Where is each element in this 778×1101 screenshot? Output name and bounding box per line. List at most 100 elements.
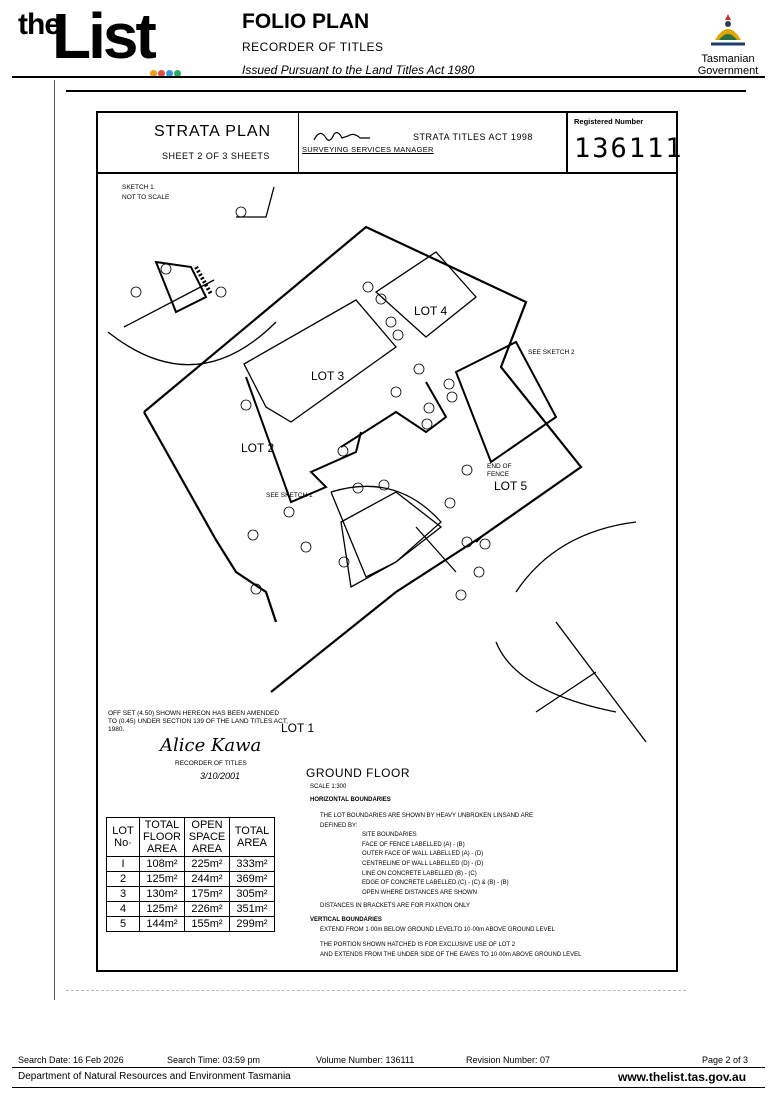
title-divider-v2 — [566, 111, 568, 172]
website-url: www.thelist.tas.gov.au — [618, 1070, 747, 1084]
logo-dot — [150, 70, 157, 77]
see-sketch-2: SEE SKETCH 2 — [528, 349, 575, 356]
table-row: 3 130m² 175m² 305m² — [106, 886, 275, 902]
hatched-note-1: THE PORTION SHOWN HATCHED IS FOR EXCLUSI… — [320, 942, 516, 949]
logo-dot — [174, 70, 181, 77]
department-name: Department of Natural Resources and Envi… — [18, 1071, 291, 1082]
table-row: I 108m² 225m² 333m² — [106, 856, 275, 872]
page-number: Page 2 of 3 — [702, 1055, 749, 1065]
table-cell: 175m² — [184, 886, 230, 902]
table-cell: 244m² — [184, 871, 230, 887]
footer-rule-bottom — [12, 1087, 765, 1088]
legend-line: DISTANCES IN BRACKETS ARE FOR FIXATION O… — [320, 903, 471, 910]
legend-line: FACE OF FENCE LABELLED (A) - (B) — [362, 841, 465, 848]
table-cell: 351m² — [229, 901, 275, 917]
table-cell: 125m² — [139, 901, 185, 917]
see-sketch-1: SEE SKETCH 1 — [266, 492, 313, 499]
tas-gov-emblem-icon — [711, 14, 745, 46]
strata-plan-drawing: LOT 1 LOT 2 LOT 3 LOT 4 LOT 5 SKETCH 1 N… — [107, 184, 647, 743]
header-rule — [12, 76, 765, 78]
doc-top-line — [66, 90, 746, 92]
table-cell: 2 — [106, 871, 140, 887]
legend-line: THE LOT BOUNDARIES ARE SHOWN BY HEAVY UN… — [320, 813, 533, 819]
table-cell: I — [106, 856, 140, 872]
lot-1-label: LOT 1 — [281, 721, 314, 735]
registered-number: 136111 — [574, 133, 684, 164]
table-cell: 369m² — [229, 871, 275, 887]
table-row: 5 144m² 155m² 299m² — [106, 916, 275, 932]
table-cell: 125m² — [139, 871, 185, 887]
registered-label: Registered Number — [574, 117, 644, 126]
site-boundary-line — [143, 225, 583, 543]
gov-name-line2: Government — [697, 65, 759, 77]
table-cell: 5 — [106, 916, 140, 932]
lot-5-label: LOT 5 — [494, 479, 527, 493]
table-cell: 108m² — [139, 856, 185, 872]
footer-rule — [12, 1067, 765, 1068]
plan-border — [96, 111, 678, 972]
table-row: 4 125m² 226m² 351m² — [106, 901, 275, 917]
table-header: TOTAL FLOOR AREA — [139, 817, 185, 857]
table-cell: 4 — [106, 901, 140, 917]
legend-line: DEFINED BY: — [320, 822, 358, 829]
sketch1-sub: NOT TO SCALE — [122, 194, 170, 201]
table-cell: 155m² — [184, 916, 230, 932]
logo-dot — [166, 70, 173, 77]
table-cell: 299m² — [229, 916, 275, 932]
page-frame — [54, 80, 745, 1000]
manager-signature — [313, 132, 370, 141]
title-divider — [96, 172, 678, 174]
gov-name-line1: Tasmanian — [701, 53, 755, 65]
vertical-boundaries-text: EXTEND FROM 1·00m BELOW GROUND LEVELTO 1… — [320, 926, 555, 933]
page-subtitle: RECORDER OF TITLES — [242, 40, 384, 54]
page-title: FOLIO PLAN — [242, 10, 370, 33]
scale-text: SCALE 1:300 — [310, 784, 347, 790]
table-cell: 144m² — [139, 916, 185, 932]
plan-act: STRATA TITLES ACT 1998 — [413, 132, 533, 142]
table-row: 2 125m² 244m² 369m² — [106, 871, 275, 887]
plan-title: STRATA PLAN — [154, 123, 272, 140]
logo-dot — [158, 70, 165, 77]
table-header-row: LOT No· TOTAL FLOOR AREA OPEN SPACE AREA… — [106, 817, 275, 857]
table-cell: 333m² — [229, 856, 275, 872]
legend-block: THE LOT BOUNDARIES ARE SHOWN BY HEAVY UN… — [310, 812, 582, 960]
lot-area-table: LOT No· TOTAL FLOOR AREA OPEN SPACE AREA… — [106, 817, 275, 932]
lot-3-label: LOT 3 — [311, 369, 344, 383]
search-time: Search Time: 03:59 pm — [167, 1055, 261, 1065]
bottom-dash-line — [66, 990, 686, 991]
table-cell: 225m² — [184, 856, 230, 872]
legend-line: OUTER FACE OF WALL LABELLED (A) - (D) — [362, 851, 484, 858]
logo-dots — [150, 64, 182, 82]
recorder-label: RECORDER OF TITLES — [175, 760, 247, 767]
volume-number: Volume Number: 136111 — [316, 1055, 415, 1065]
plan-sheet: SHEET 2 OF 3 SHEETS — [162, 151, 270, 161]
sketch1-curve — [107, 321, 277, 366]
logo-the-text: the — [18, 8, 61, 41]
legend-line: SITE BOUNDARIES — [362, 832, 417, 839]
plan-manager: SURVEYING SERVICES MANAGER — [302, 145, 434, 154]
table-header: OPEN SPACE AREA — [184, 817, 230, 857]
horizontal-boundaries-title: HORIZONTAL BOUNDARIES — [310, 797, 391, 803]
table-header: TOTAL AREA — [229, 817, 275, 857]
search-date: Search Date: 16 Feb 2026 — [18, 1055, 124, 1065]
recorder-signature: Alice Kawa — [160, 735, 262, 756]
table-cell: 130m² — [139, 886, 185, 902]
end-of-fence-2: FENCE — [487, 471, 510, 478]
end-of-fence-1: END OF — [487, 463, 512, 470]
table-cell: 3 — [106, 886, 140, 902]
ground-floor-title: GROUND FLOOR — [306, 766, 411, 780]
lot-4-label: LOT 4 — [414, 304, 447, 318]
legend-line: CENTRELINE OF WALL LABELLED (D) - (D) — [362, 860, 484, 867]
logo-list-text: List — [52, 0, 157, 72]
offset-note: OFF SET (4.50) SHOWN HEREON HAS BEEN AME… — [108, 710, 288, 733]
legend-line: OPEN WHERE DISTANCES ARE SHOWN — [362, 889, 477, 896]
revision-number: Revision Number: 07 — [466, 1055, 551, 1065]
issued-text: Issued Pursuant to the Land Titles Act 1… — [242, 63, 475, 77]
tas-gov-logo: Tasmanian Government — [688, 10, 768, 77]
hatched-note-2: AND EXTENDS FROM THE UNDER SIDE OF THE E… — [320, 951, 582, 958]
table-cell: 226m² — [184, 901, 230, 917]
table-header: LOT No· — [106, 817, 140, 857]
sketch1-title: SKETCH 1 — [122, 184, 154, 191]
lot-2-label: LOT 2 — [241, 441, 274, 455]
legend-line: EDGE OF CONCRETE LABELLED (C) - (C) & (B… — [362, 880, 509, 887]
